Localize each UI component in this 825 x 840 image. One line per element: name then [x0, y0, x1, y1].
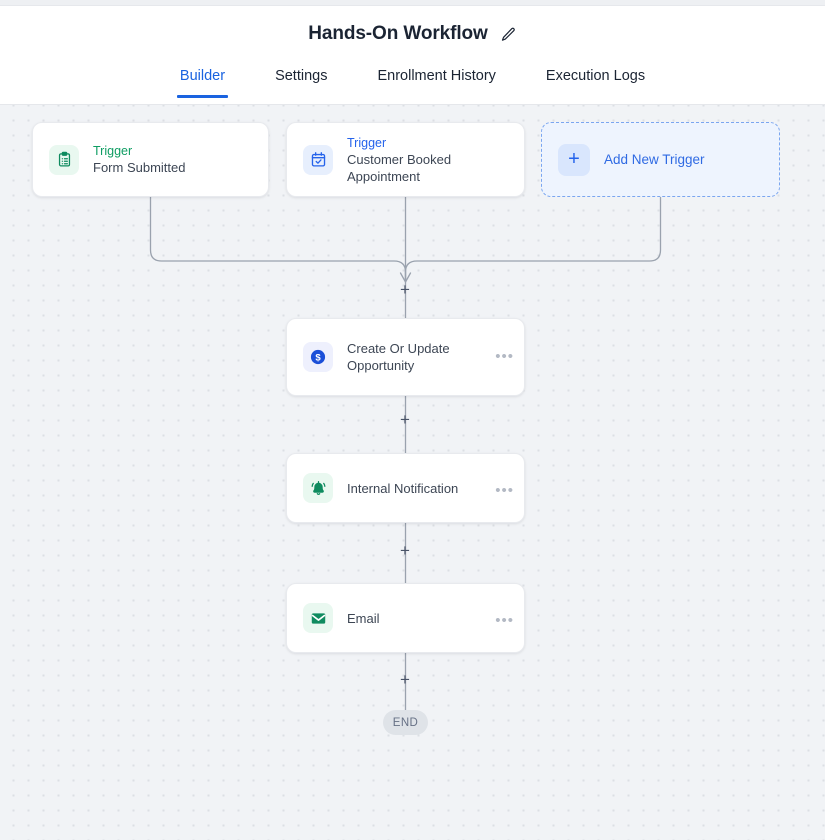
node-menu-icon[interactable]: ••• [495, 482, 514, 499]
envelope-icon [303, 603, 333, 633]
tab-execution-logs[interactable]: Execution Logs [545, 68, 646, 84]
workflow-canvas[interactable]: Trigger Form Submitted Trigger Customer … [0, 105, 825, 840]
trigger-kicker: Trigger [93, 144, 133, 158]
plus-icon: + [558, 143, 590, 176]
add-new-trigger-button[interactable]: + Add New Trigger [541, 122, 780, 197]
trigger-kicker: Trigger [347, 135, 387, 150]
title-row: Hands-On Workflow [0, 6, 825, 62]
tab-enrollment-history[interactable]: Enrollment History [377, 68, 496, 84]
trigger-card-text: Trigger Form Submitted [93, 143, 185, 176]
action-card-email[interactable]: Email ••• [286, 583, 525, 653]
trigger-card-form-submitted[interactable]: Trigger Form Submitted [32, 122, 269, 197]
pencil-icon[interactable] [500, 26, 517, 43]
add-new-trigger-label: Add New Trigger [604, 152, 705, 167]
add-step-button-2[interactable]: + [400, 410, 410, 429]
dollar-circle-icon: $ [303, 342, 333, 372]
trigger-card-customer-booked-appointment[interactable]: Trigger Customer Booked Appointment [286, 122, 525, 197]
end-node: END [383, 710, 428, 735]
trigger-card-text: Trigger Customer Booked Appointment [347, 135, 508, 185]
action-card-internal-notification[interactable]: Internal Notification ••• [286, 453, 525, 523]
action-card-create-or-update-opportunity[interactable]: $ Create Or Update Opportunity ••• [286, 318, 525, 396]
top-strip [0, 0, 825, 6]
svg-text:$: $ [315, 353, 321, 364]
node-menu-icon[interactable]: ••• [495, 612, 514, 629]
action-label: Email [347, 610, 380, 626]
tab-settings[interactable]: Settings [275, 68, 328, 84]
action-label: Create Or Update Opportunity [347, 341, 450, 373]
add-step-button-4[interactable]: + [400, 670, 410, 689]
action-label: Internal Notification [347, 480, 459, 496]
clipboard-list-icon [49, 144, 79, 175]
node-menu-icon[interactable]: ••• [495, 348, 514, 365]
add-step-button-1[interactable]: + [400, 280, 410, 299]
page-title: Hands-On Workflow [308, 23, 488, 44]
tab-bar: Builder Settings Enrollment History Exec… [0, 62, 825, 104]
bell-icon [303, 473, 333, 503]
tab-builder[interactable]: Builder [155, 62, 250, 98]
trigger-title: Form Submitted [93, 160, 186, 175]
add-step-button-3[interactable]: + [400, 541, 410, 560]
calendar-check-icon [303, 144, 333, 175]
page-header: Hands-On Workflow Builder Settings Enrol… [0, 6, 825, 105]
connector-edges [149, 197, 662, 712]
trigger-title: Customer Booked Appointment [347, 151, 452, 184]
